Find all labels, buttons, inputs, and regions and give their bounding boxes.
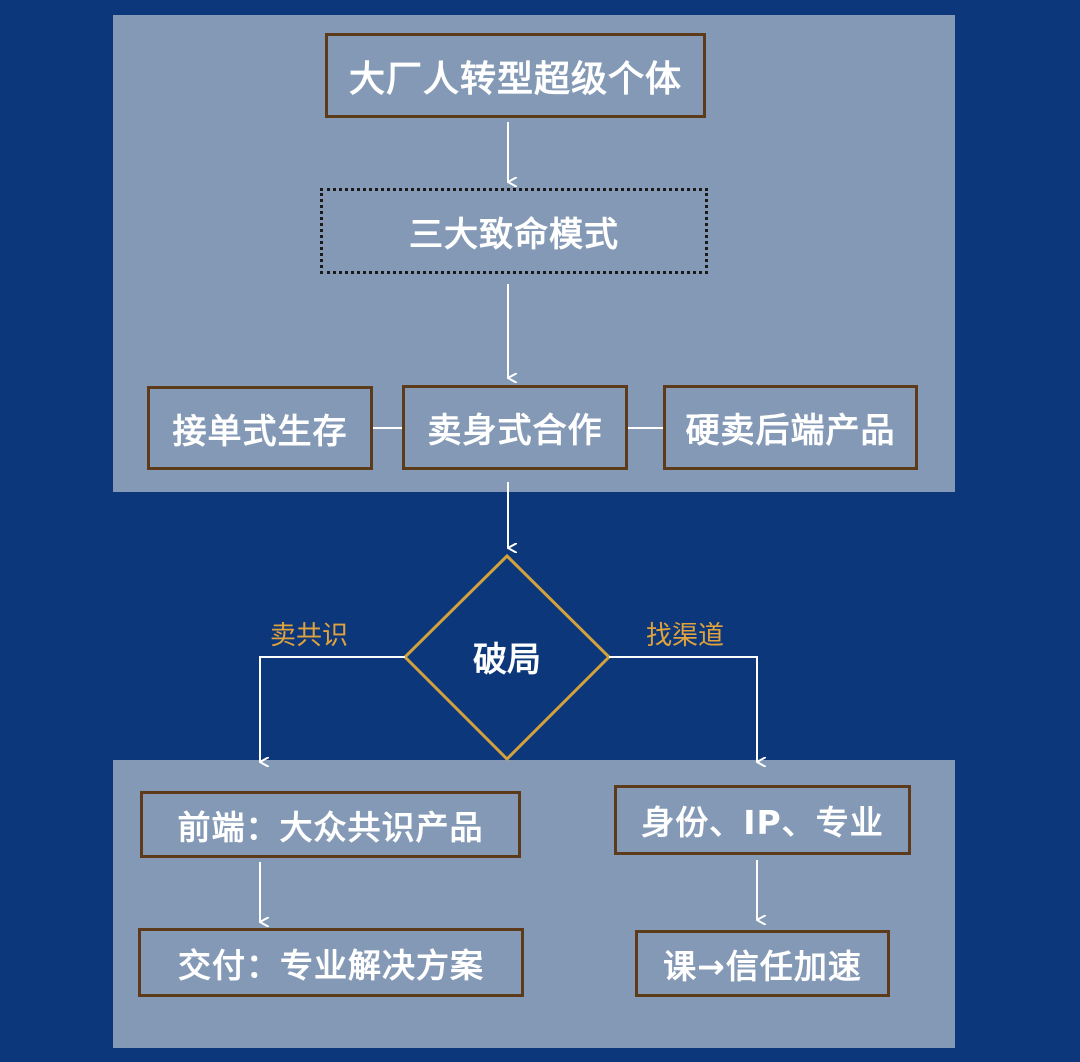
arrow-decision-to-identity: [609, 656, 757, 762]
decision-diamond: [402, 553, 612, 762]
node-identity-ip: 身份、IP、专业: [614, 785, 911, 855]
node-fatal-modes: 三大致命模式: [320, 188, 708, 274]
edge-label-channel: 找渠道: [646, 621, 725, 651]
decision-label: 破局: [473, 640, 541, 680]
upper-panel: [113, 15, 955, 492]
node-sell-cooperation: 卖身式合作: [402, 385, 628, 470]
edge-label-consensus: 卖共识: [270, 621, 349, 651]
lower-panel: [113, 760, 955, 1048]
node-delivery-solution: 交付：专业解决方案: [138, 928, 524, 997]
node-front-product: 前端：大众共识产品: [140, 791, 521, 858]
arrow-decision-to-front: [259, 656, 405, 762]
node-hard-sell-backend: 硬卖后端产品: [663, 385, 918, 470]
node-course-trust: 课→信任加速: [635, 930, 890, 997]
node-title: 大厂人转型超级个体: [325, 33, 706, 118]
node-order-survival: 接单式生存: [147, 386, 373, 470]
